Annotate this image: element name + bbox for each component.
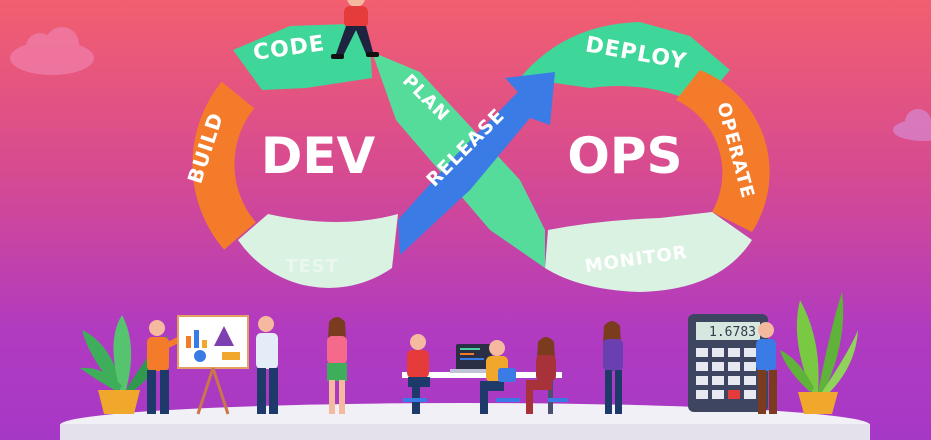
dev-label: DEV (261, 127, 376, 185)
presenter (147, 320, 184, 414)
laptop-icon (450, 344, 498, 373)
loop-segment-deploy (520, 22, 730, 105)
ops-label: OPS (567, 127, 682, 185)
calculator-icon: 1.6783 (688, 314, 768, 412)
workstation (402, 334, 568, 414)
loop-segment-test (238, 214, 398, 288)
stage-label-test: TEST (285, 256, 339, 277)
loop-segment-monitor (545, 212, 752, 292)
loop-segment-release (398, 72, 555, 255)
chart-board-icon (177, 315, 249, 415)
plant-icon (780, 292, 858, 414)
calculator-display: 1.6783 (709, 325, 756, 340)
sitting-person (331, 0, 379, 59)
team-member (603, 321, 623, 414)
loop-segment-operate (676, 70, 770, 232)
floor-platform-edge (60, 424, 870, 440)
team-member (256, 316, 278, 414)
team-member (756, 322, 777, 414)
loop-segment-code (233, 24, 372, 90)
cloud-icon (893, 109, 931, 141)
loop-segment-build (192, 81, 257, 250)
team-member (327, 317, 347, 414)
cloud-icon (10, 27, 94, 75)
